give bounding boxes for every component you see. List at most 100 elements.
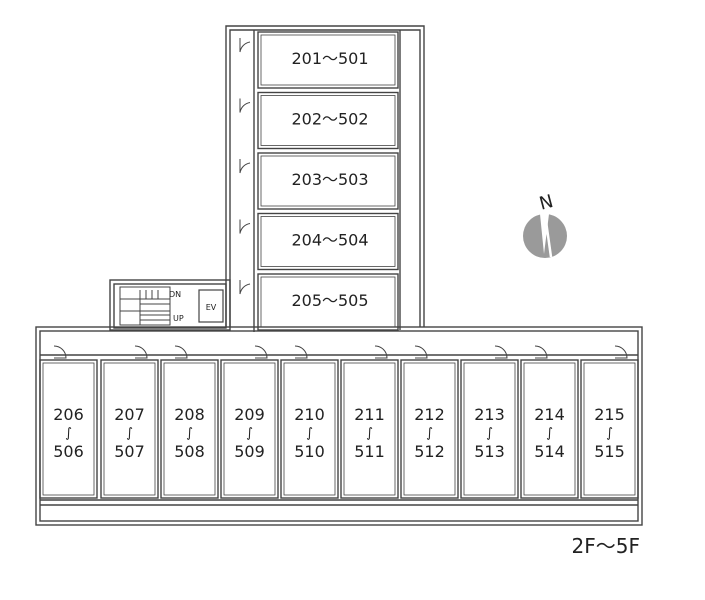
door-icon [254, 345, 268, 359]
row-units: 206∫506207∫507208∫508209∫509210∫510211∫5… [39, 345, 639, 499]
unit-inner [103, 362, 156, 496]
unit-outline [257, 91, 399, 150]
unit-outline [39, 359, 98, 499]
door-icon [614, 345, 628, 359]
unit-number-bottom: 512 [414, 442, 445, 461]
unit-outline [460, 359, 519, 499]
unit-number-bottom: 511 [354, 442, 385, 461]
tower-unit: 201～501 [239, 31, 399, 89]
elevator-label: EV [206, 303, 217, 312]
door-icon [374, 345, 388, 359]
unit-range-glyph: ∫ [366, 426, 373, 441]
unit-outline [257, 152, 399, 210]
unit-range-glyph: ∫ [486, 426, 493, 441]
unit-inner [283, 362, 336, 496]
unit-number-top: 211 [354, 405, 385, 424]
door-icon [414, 345, 428, 359]
unit-inner [463, 362, 516, 496]
unit-number-top: 215 [594, 405, 625, 424]
unit-range-glyph: ∫ [126, 426, 133, 441]
door-icon [239, 159, 251, 174]
unit-outline [400, 359, 459, 499]
unit-range-glyph: ∫ [426, 426, 433, 441]
door-icon [134, 345, 148, 359]
door-icon [174, 345, 188, 359]
door-icon [239, 98, 251, 113]
unit-inner [42, 362, 95, 496]
unit-outline [160, 359, 219, 499]
unit-number-bottom: 515 [594, 442, 625, 461]
unit-number-bottom: 507 [114, 442, 145, 461]
unit-inner [163, 362, 216, 496]
unit-number: 205～505 [291, 291, 368, 310]
unit-outline [100, 359, 159, 499]
unit-number-top: 208 [174, 405, 205, 424]
unit-range-glyph: ∫ [186, 426, 193, 441]
door-icon [239, 280, 251, 295]
unit-number-bottom: 510 [294, 442, 325, 461]
floor-range-label: 2F～5F [572, 534, 640, 558]
door-icon [534, 345, 548, 359]
unit-range-glyph: ∫ [65, 426, 72, 441]
unit-number-top: 214 [534, 405, 565, 424]
stair-up-label: UP [173, 314, 184, 323]
unit-inner [223, 362, 276, 496]
unit-outline [220, 359, 279, 499]
unit-number-top: 206 [53, 405, 84, 424]
door-icon [239, 38, 251, 53]
unit-number: 202～502 [291, 110, 368, 129]
unit-range-glyph: ∫ [246, 426, 253, 441]
unit-number: 203～503 [291, 170, 368, 189]
compass-icon: N [523, 191, 567, 258]
unit-outline [257, 31, 399, 89]
row-unit: 214 ∫514 [520, 345, 579, 499]
unit-inner [260, 95, 396, 146]
unit-number-top: 210 [294, 405, 325, 424]
tower-unit: 205～505 [239, 273, 399, 331]
door-icon [494, 345, 508, 359]
door-icon [239, 219, 251, 234]
row-unit: 207 ∫507 [100, 345, 159, 499]
unit-outline [257, 273, 399, 331]
tower-unit: 203～503 [239, 152, 399, 210]
unit-inner [260, 155, 396, 207]
unit-outline [340, 359, 399, 499]
row-unit: 210 ∫510 [280, 345, 339, 499]
unit-number-top: 207 [114, 405, 145, 424]
unit-inner [260, 276, 396, 328]
row-unit: 211 ∫511 [340, 345, 399, 499]
unit-range-glyph: ∫ [306, 426, 313, 441]
row-unit: 206 ∫506 [39, 345, 98, 499]
row-unit: 215 ∫515 [580, 345, 639, 499]
door-icon [53, 345, 67, 359]
tower-unit: 204～504 [239, 212, 399, 271]
unit-number-top: 212 [414, 405, 445, 424]
unit-number-bottom: 513 [474, 442, 505, 461]
unit-number-bottom: 506 [53, 442, 84, 461]
unit-outline [520, 359, 579, 499]
unit-inner [260, 216, 396, 267]
unit-inner [583, 362, 636, 496]
door-icon [294, 345, 308, 359]
unit-range-glyph: ∫ [546, 426, 553, 441]
unit-inner [343, 362, 396, 496]
stair-icon [119, 286, 171, 326]
stair-down-label: DN [169, 290, 181, 299]
row-unit: 208∫508 [160, 345, 219, 499]
row-unit: 212 ∫512 [400, 345, 459, 499]
unit-number-bottom: 509 [234, 442, 265, 461]
tower-units: 201～501 202～502 203～503 204～504 205～505 [239, 31, 399, 331]
row-unit: 213 ∫513 [460, 345, 519, 499]
unit-number: 201～501 [291, 49, 368, 68]
unit-number-top: 213 [474, 405, 505, 424]
elevator-box [198, 289, 224, 323]
unit-range-glyph: ∫ [606, 426, 613, 441]
unit-inner [523, 362, 576, 496]
tower-unit: 202～502 [239, 91, 399, 150]
unit-outline [580, 359, 639, 499]
unit-outline [257, 212, 399, 271]
unit-inner [403, 362, 456, 496]
unit-number-bottom: 514 [534, 442, 565, 461]
north-label: N [537, 191, 555, 215]
